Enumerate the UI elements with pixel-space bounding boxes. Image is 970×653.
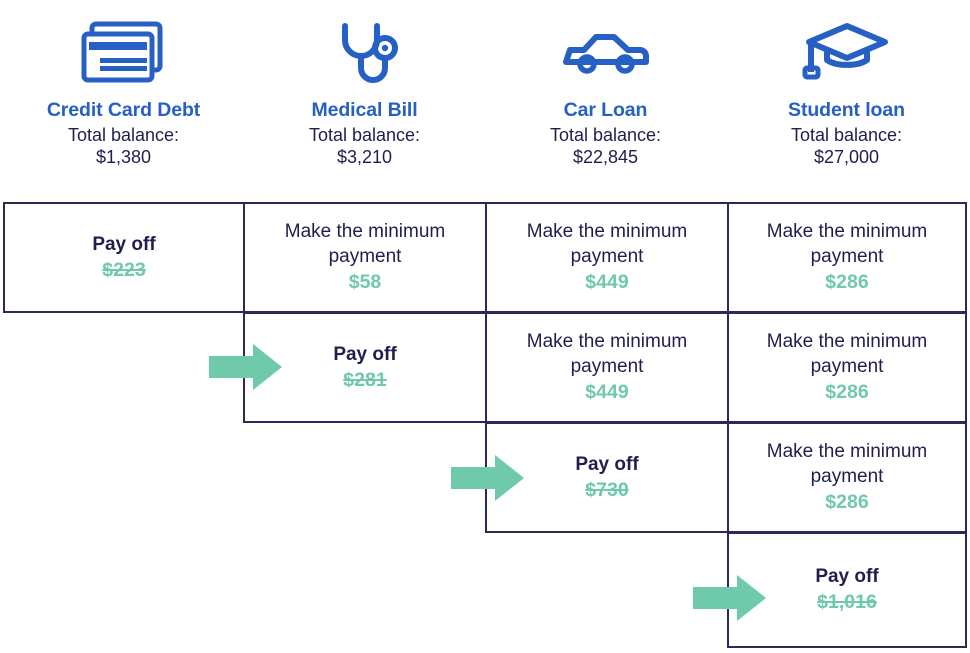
debt-column-headers: Credit Card Debt Total balance: $1,380 M… bbox=[3, 0, 967, 202]
debt-title: Car Loan bbox=[563, 99, 648, 121]
debt-column-car-loan: Car Loan Total balance: $22,845 bbox=[485, 0, 726, 202]
cell-amount: $281 bbox=[343, 368, 387, 391]
cell-amount: $1,016 bbox=[817, 591, 877, 614]
cell-action: Pay off bbox=[575, 453, 639, 475]
cell-action: Make the minimum payment bbox=[526, 331, 688, 378]
balance-label: Total balance: bbox=[67, 124, 180, 145]
schedule-cell-r2c4: Make the minimum payment $286 bbox=[727, 312, 967, 423]
schedule-cell-r1c1: Pay off $223 bbox=[3, 202, 245, 313]
balance-label: Total balance: bbox=[790, 124, 903, 145]
schedule-cell-r1c4: Make the minimum payment $286 bbox=[727, 202, 967, 313]
cell-action: Make the minimum payment bbox=[766, 331, 928, 378]
flow-arrow-step-4 bbox=[693, 575, 766, 621]
balance-label: Total balance: bbox=[308, 124, 421, 145]
cell-amount: $286 bbox=[825, 381, 869, 404]
cell-amount: $286 bbox=[825, 491, 869, 514]
car-icon bbox=[556, 9, 656, 97]
flow-arrow-step-3 bbox=[451, 455, 524, 501]
debt-column-medical-bill: Medical Bill Total balance: $3,210 bbox=[244, 0, 485, 202]
cell-amount: $223 bbox=[102, 258, 146, 281]
cell-action: Pay off bbox=[92, 233, 156, 255]
stethoscope-icon bbox=[319, 9, 411, 97]
cell-amount: $449 bbox=[585, 271, 629, 294]
cell-amount: $730 bbox=[585, 478, 629, 501]
debt-title: Credit Card Debt bbox=[46, 99, 201, 121]
cell-amount: $449 bbox=[585, 381, 629, 404]
graduation-cap-icon bbox=[797, 9, 897, 97]
debt-column-credit-card-debt: Credit Card Debt Total balance: $1,380 bbox=[3, 0, 244, 202]
cell-amount: $58 bbox=[348, 271, 382, 294]
balance-label: Total balance: bbox=[549, 124, 662, 145]
balance-amount: $27,000 bbox=[813, 147, 880, 168]
debt-column-student-loan: Student loan Total balance: $27,000 bbox=[726, 0, 967, 202]
cell-action: Make the minimum payment bbox=[526, 221, 688, 268]
cell-amount: $286 bbox=[825, 271, 869, 294]
flow-arrow-step-2 bbox=[209, 344, 282, 390]
cell-action: Pay off bbox=[333, 343, 397, 365]
cell-action: Pay off bbox=[815, 566, 879, 588]
schedule-cell-r3c3: Pay off $730 bbox=[485, 422, 729, 533]
debt-title: Student loan bbox=[788, 99, 905, 121]
cell-action: Make the minimum payment bbox=[766, 441, 928, 488]
schedule-cell-r1c3: Make the minimum payment $449 bbox=[485, 202, 729, 313]
balance-amount: $3,210 bbox=[336, 147, 393, 168]
balance-amount: $1,380 bbox=[95, 147, 152, 168]
schedule-cell-r3c4: Make the minimum payment $286 bbox=[727, 422, 967, 533]
schedule-cell-r2c3: Make the minimum payment $449 bbox=[485, 312, 729, 423]
cell-action: Make the minimum payment bbox=[284, 221, 446, 268]
schedule-cell-r4c4: Pay off $1,016 bbox=[727, 532, 967, 648]
cell-action: Make the minimum payment bbox=[766, 221, 928, 268]
schedule-cell-r2c2: Pay off $281 bbox=[243, 312, 487, 423]
balance-amount: $22,845 bbox=[572, 147, 639, 168]
debt-title: Medical Bill bbox=[311, 99, 418, 121]
credit-cards-icon bbox=[78, 9, 170, 97]
schedule-cell-r1c2: Make the minimum payment $58 bbox=[243, 202, 487, 313]
